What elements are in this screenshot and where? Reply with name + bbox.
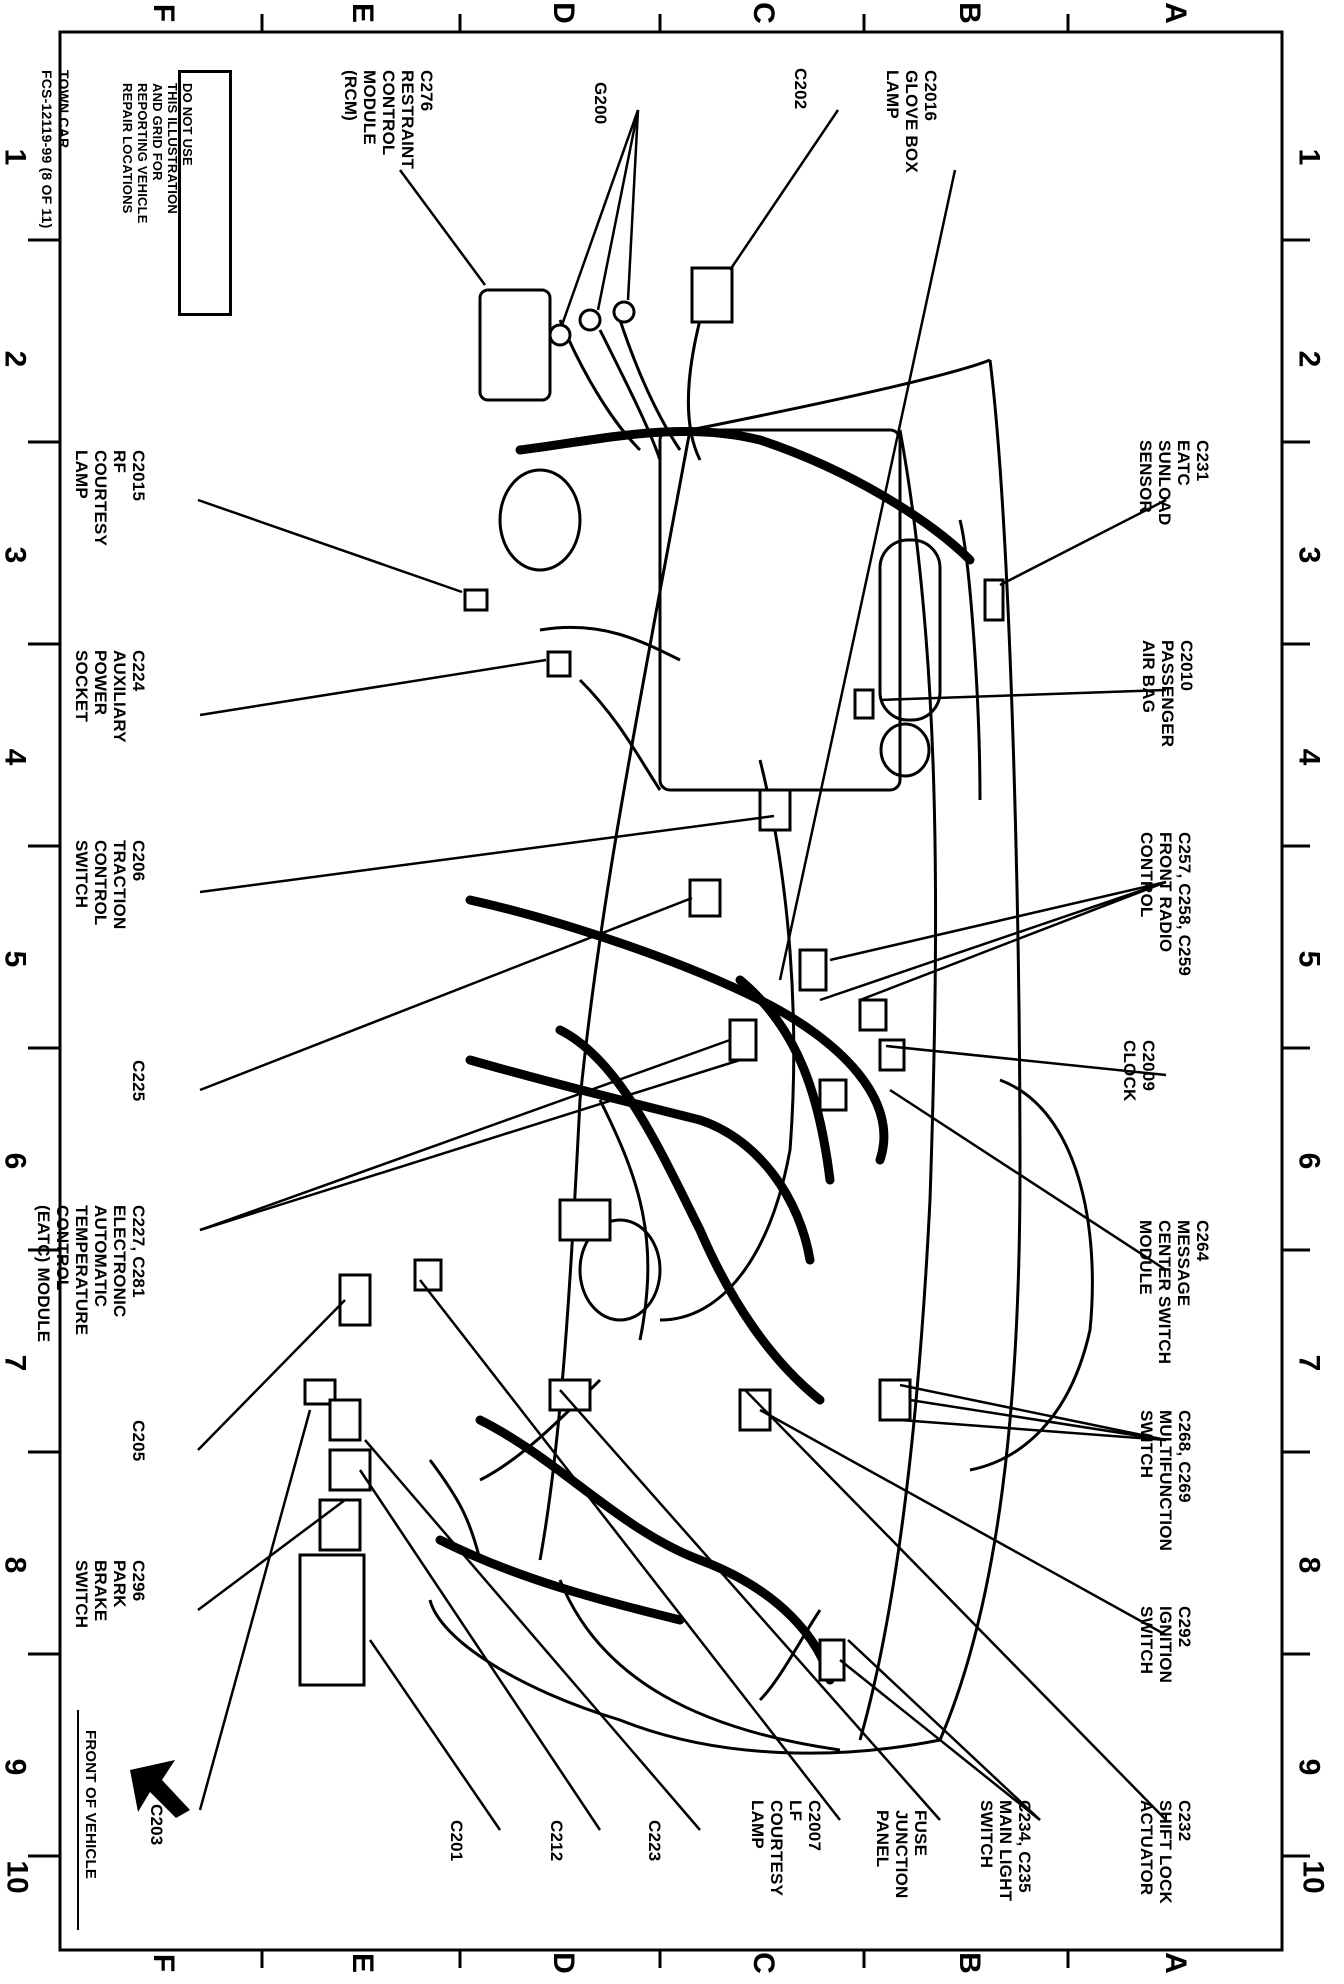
grid-number-9-left: 9 <box>0 1758 32 1776</box>
grid-letter-f-bottom: F <box>147 1953 181 1973</box>
grid-letter-e-bottom: E <box>346 1952 380 1974</box>
leader-lines <box>197 109 1167 1831</box>
callout-c212: C212 <box>547 1820 566 1862</box>
grid-letter-d-bottom: D <box>546 1952 580 1974</box>
connectors <box>298 266 1005 1687</box>
grid-number-7-right: 7 <box>1292 1354 1326 1372</box>
grid-number-5-right: 5 <box>1292 950 1326 968</box>
grid-number-8-right: 8 <box>1292 1556 1326 1574</box>
grid-number-6-left: 6 <box>0 1152 32 1170</box>
grid-number-4-left: 4 <box>0 748 32 766</box>
grid-letter-d-top: D <box>546 2 580 24</box>
grid-letter-f-top: F <box>147 3 181 23</box>
grid-number-3-right: 3 <box>1292 546 1326 564</box>
front-arrow-icon <box>130 1760 190 1818</box>
grid-number-9-right: 9 <box>1292 1758 1326 1776</box>
grid-letter-a-bottom: A <box>1158 1952 1192 1974</box>
wiring-thin <box>428 319 822 1702</box>
callout-c223: C223 <box>645 1820 664 1862</box>
grid-number-5-left: 5 <box>0 950 32 968</box>
grid-number-10-right: 10 <box>1296 1860 1330 1894</box>
grid-letter-c-top: C <box>746 2 780 24</box>
front-of-vehicle-label: FRONT OF VEHICLE <box>82 1730 99 1880</box>
grid-letter-c-bottom: C <box>746 1952 780 1974</box>
diagram-frame <box>58 30 1284 1952</box>
grid-number-4-right: 4 <box>1292 748 1326 766</box>
grid-number-1-right: 1 <box>1292 148 1326 166</box>
grid-number-2-right: 2 <box>1292 350 1326 368</box>
grid-number-8-left: 8 <box>0 1556 32 1574</box>
grid-number-7-left: 7 <box>0 1354 32 1372</box>
callout-c202: C202 <box>791 68 810 110</box>
grid-number-2-left: 2 <box>0 350 32 368</box>
grid-letter-e-top: E <box>346 2 380 24</box>
callout-c205: C205 <box>129 1420 148 1462</box>
instrument-panel-outline <box>428 358 1094 1755</box>
grid-ticks <box>28 14 1310 1968</box>
grid-letter-a-top: A <box>1158 2 1192 24</box>
grid-number-10-left: 10 <box>0 1860 34 1894</box>
grid-letter-b-bottom: B <box>952 1952 986 1974</box>
callout-c201: C201 <box>447 1820 466 1862</box>
callout-g200: G200 <box>591 82 610 125</box>
wiring-harness <box>435 426 975 1685</box>
grid-letter-b-top: B <box>952 2 986 24</box>
callout-c225: C225 <box>129 1060 148 1102</box>
grid-number-6-right: 6 <box>1292 1152 1326 1170</box>
callout-c203: C203 <box>147 1804 166 1846</box>
grid-number-3-left: 3 <box>0 546 32 564</box>
